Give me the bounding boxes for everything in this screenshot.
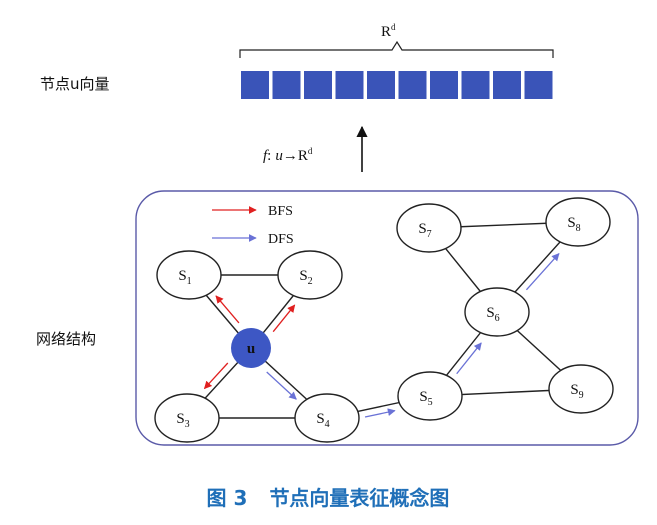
node-shape xyxy=(154,393,220,443)
vector-cell xyxy=(335,71,364,99)
node-shape xyxy=(545,197,611,247)
node-label: S9 xyxy=(570,382,583,401)
vector-label: 节点u向量 xyxy=(40,75,110,93)
dfs-walk-s4-s5 xyxy=(364,408,396,418)
node-label: u xyxy=(247,341,255,357)
node-shape xyxy=(294,393,360,443)
node-s9: S9 xyxy=(548,364,614,414)
walk-arrows xyxy=(203,253,560,418)
node-shape xyxy=(464,287,530,337)
node-s8: S8 xyxy=(545,197,611,247)
node-label: S2 xyxy=(299,268,312,287)
vector-cell xyxy=(430,71,458,99)
node-shape xyxy=(156,250,222,300)
legend-dfs-label: DFS xyxy=(268,232,294,247)
node-label: S5 xyxy=(419,389,432,408)
vector-cell xyxy=(304,71,332,99)
node-s1: S1 xyxy=(156,250,222,300)
mapping-label: f:u→Rd xyxy=(263,146,313,164)
node-label: S6 xyxy=(486,305,499,324)
network-label: 网络结构 xyxy=(36,330,96,348)
vector-cell xyxy=(493,71,521,99)
node-label: S3 xyxy=(176,411,189,430)
node-s6: S6 xyxy=(464,287,530,337)
vector-cell xyxy=(241,71,269,99)
network-frame xyxy=(135,190,639,446)
mapping-section: f:u→Rd xyxy=(263,125,368,172)
bfs-walk-u-s3 xyxy=(203,362,229,390)
dfs-walk-u-s4 xyxy=(266,371,297,400)
node-shape xyxy=(277,250,343,300)
node-label: S4 xyxy=(316,411,329,430)
node-s4: S4 xyxy=(294,393,360,443)
legend: BFS DFS xyxy=(212,204,294,247)
vector-cells xyxy=(241,71,553,99)
vector-cell xyxy=(461,71,490,99)
dim-brace xyxy=(239,40,554,58)
node-s3: S3 xyxy=(154,393,220,443)
dfs-walk-s5-s6 xyxy=(456,342,482,375)
caption-figure-number: 图 3 xyxy=(207,486,248,510)
figure-caption: 图 3 节点向量表征概念图 xyxy=(207,486,450,510)
node-label: S1 xyxy=(178,268,191,287)
node-s5: S5 xyxy=(397,371,463,421)
bfs-walk-u-s2 xyxy=(272,304,296,333)
node-label: S7 xyxy=(418,221,431,240)
node-shape xyxy=(397,371,463,421)
dfs-walk-s6-s8 xyxy=(525,253,560,291)
vector-cell xyxy=(272,71,301,99)
node-label: S8 xyxy=(567,215,580,234)
bfs-walk-u-s1 xyxy=(215,295,240,324)
dim-label: Rd xyxy=(381,22,396,40)
node-shape xyxy=(396,203,462,253)
vector-section: 节点u向量 Rd xyxy=(40,22,554,99)
caption-title: 节点向量表征概念图 xyxy=(269,486,449,510)
vector-cell xyxy=(367,71,395,99)
vector-cell xyxy=(524,71,553,99)
node-s7: S7 xyxy=(396,203,462,253)
legend-bfs-label: BFS xyxy=(268,204,293,219)
node-s2: S2 xyxy=(277,250,343,300)
vector-cell xyxy=(398,71,427,99)
node-shape xyxy=(548,364,614,414)
node-u: u xyxy=(231,328,271,368)
node-shape xyxy=(231,328,271,368)
